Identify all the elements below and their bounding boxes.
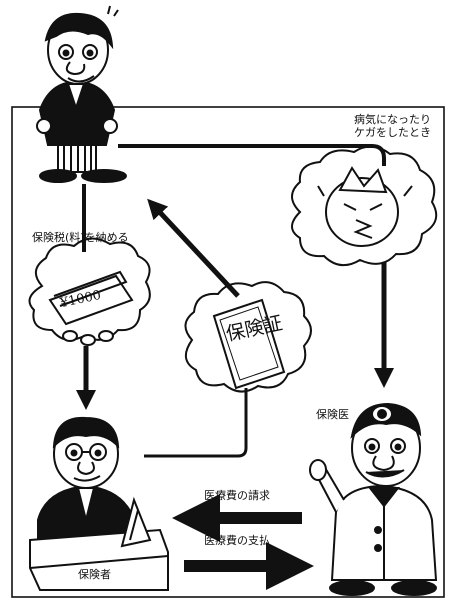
- sick-person-cloud: [291, 145, 438, 267]
- label-insurance-doctor: 保険医: [316, 408, 349, 421]
- flow-insurer-to-card: [144, 388, 248, 458]
- label-sick-or-injured: 病気になったり ケガをしたとき: [331, 113, 431, 139]
- insurance-card-cloud: [184, 281, 312, 393]
- flow-card-to-citizen-arrow: [147, 198, 240, 298]
- money-cloud: [28, 237, 151, 346]
- label-sick-line2: ケガをしたとき: [354, 126, 431, 139]
- label-sick-line1: 病気になったり: [354, 113, 431, 126]
- flow-citizen-to-sick: [118, 144, 386, 166]
- doctor-figure: [309, 402, 438, 596]
- label-medical-claim: 医療費の請求: [204, 489, 270, 502]
- insurer-figure: [29, 416, 169, 591]
- outer-frame: [11, 106, 445, 598]
- label-pay-insurance-tax: 保険税(料)を納める: [32, 231, 129, 244]
- label-medical-payment: 医療費の支払: [204, 534, 270, 547]
- citizen-figure: [36, 5, 127, 183]
- label-insurer: 保険者: [78, 568, 111, 581]
